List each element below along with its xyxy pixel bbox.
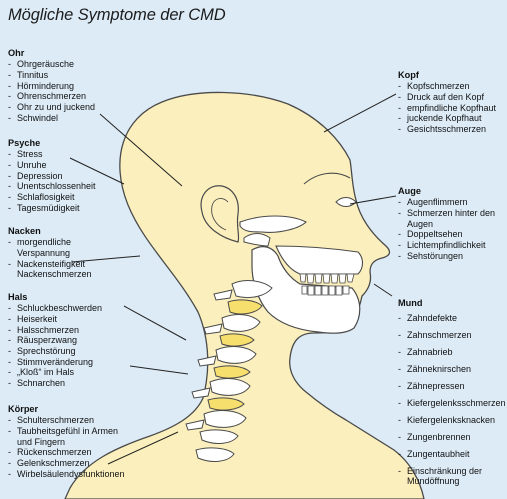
list-item: Zungenbrennen [398,432,506,443]
list-item-continuation: Augen [407,218,434,229]
list-item: Hörminderung [8,81,95,92]
list-item: Einschränkung der [398,466,506,477]
list-item: Stress [8,149,96,160]
list-item: Ohrgeräusche [8,59,95,70]
list-item-continuation: und Fingern [17,436,66,447]
list-item: Zähneknirschen [398,364,506,375]
list-item: Schmerzen hinter den [398,208,495,219]
list-item: Taubheitsgefühl in Armen [8,426,125,437]
list-item: Halsschmerzen [8,325,102,336]
list-item: Schnarchen [8,378,102,389]
list-item-continuation: Nackenschmerzen [17,269,92,280]
list-item: Schulterschmerzen [8,415,125,426]
teeth [299,273,355,296]
cheek-bone [239,215,307,233]
list-item: Kiefergelenksschmerzen [398,398,506,409]
list-item: Zahnabrieb [398,347,506,358]
list-item: Gesichtsschmerzen [398,124,496,135]
group-mund: Mund Zahndefekte Zahnschmerzen Zahnabrie… [398,298,506,493]
list-item: Unruhe [8,160,96,171]
group-koerper-heading: Körper [8,404,39,414]
leader-ohr [99,113,183,187]
list-item: Druck auf den Kopf [398,92,496,103]
group-ohr: Ohr Ohrgeräusche Tinnitus Hörminderung O… [8,48,95,123]
group-koerper: Körper Schulterschmerzen Taubheitsgefühl… [8,404,125,479]
list-item: Gelenkschmerzen [8,458,125,469]
group-kopf: Kopf Kopfschmerzen Druck auf den Kopf em… [398,70,496,135]
list-item: empfindliche Kopfhaut [398,103,496,114]
leader-auge [349,195,397,205]
list-item: Depression [8,171,96,182]
list-item: morgendliche [8,237,92,248]
list-item: Schwindel [8,113,95,124]
list-item: Augenflimmern [398,197,495,208]
group-mund-heading: Mund [398,298,423,308]
list-item: Heiserkeit [8,314,102,325]
group-nacken: Nacken morgendliche Verspannung Nackenst… [8,226,92,280]
leader-mund [373,283,393,297]
list-item: Sprechstörung [8,346,102,357]
list-item: Wirbelsäulendysfunktionen [8,469,125,480]
ear-inner [211,198,229,231]
list-item: Ohr zu und juckend [8,102,95,113]
list-item: Sehstörungen [398,251,495,262]
list-item: Zungentaubheit [398,449,506,460]
leader-hals-2 [129,365,189,375]
list-item: Kopfschmerzen [398,81,496,92]
list-item: Schluckbeschwerden [8,303,102,314]
eyebrow-line [303,172,351,185]
group-auge-heading: Auge [398,186,421,196]
list-item: Zahnschmerzen [398,330,506,341]
group-psyche: Psyche Stress Unruhe Depression Unentsch… [8,138,96,213]
list-item: Zahndefekte [398,313,506,324]
list-item: Rückenschmerzen [8,447,125,458]
list-item: Zähnepressen [398,381,506,392]
list-item: Tinnitus [8,70,95,81]
ear-outline [200,185,240,243]
temporal-bone [243,233,271,247]
diagram-title: Mögliche Symptome der CMD [8,6,226,24]
list-item: juckende Kopfhaut [398,113,496,124]
list-item: Schlaflosigkeit [8,192,96,203]
list-item: Unentschlossenheit [8,181,96,192]
list-item: Doppeltsehen [398,229,495,240]
leader-kopf [323,93,397,133]
group-hals-heading: Hals [8,292,28,302]
cervical-spine [185,280,273,462]
group-nacken-heading: Nacken [8,226,41,236]
list-item: Lichtempfindlichkeit [398,240,495,251]
list-item-continuation: Verspannung [17,247,71,258]
list-item: Ohrenschmerzen [8,91,95,102]
maxilla [275,245,364,275]
list-item: Tagesmüdigkeit [8,203,96,214]
list-item: Nackensteifigkeit [8,259,92,270]
group-ohr-heading: Ohr [8,48,25,58]
leader-hals [123,305,187,341]
group-kopf-heading: Kopf [398,70,419,80]
list-item-continuation: Mundöffnung [407,476,460,487]
group-auge: Auge Augenflimmern Schmerzen hinter den … [398,186,495,261]
list-item: Kiefergelenksknacken [398,415,506,426]
list-item: Stimmveränderung [8,357,102,368]
group-hals: Hals Schluckbeschwerden Heiserkeit Halss… [8,292,102,389]
list-item: Räusperzwang [8,335,102,346]
list-item: „Kloß“ im Hals [8,367,102,378]
group-psyche-heading: Psyche [8,138,41,148]
